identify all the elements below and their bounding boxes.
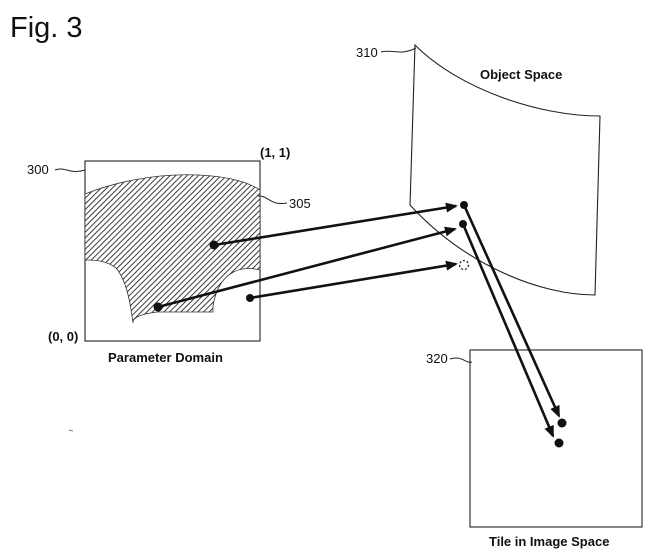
figure-title: Fig. 3 (10, 12, 83, 44)
tile-ref: 320 (426, 351, 448, 366)
parameter-domain-caption: Parameter Domain (108, 350, 223, 365)
region-leader (257, 195, 288, 205)
object-point-missing (458, 259, 470, 271)
map-arrow-upper (213, 202, 458, 247)
map-arrow-lower (157, 226, 457, 309)
tile-caption: Tile in Image Space (489, 534, 609, 549)
tile-leader (449, 357, 473, 363)
hatched-region (84, 174, 261, 324)
object-space-ref: 310 (356, 45, 378, 60)
corner-bottom-left-label: (0, 0) (48, 329, 78, 344)
tile-point-upper (557, 418, 567, 428)
project-arrow-upper (462, 204, 561, 418)
map-arrow-outside (249, 260, 458, 300)
tile-point-lower (554, 438, 564, 448)
image-space-tile (469, 349, 643, 528)
project-arrow-lower (461, 223, 555, 438)
parameter-domain-ref: 300 (27, 162, 49, 177)
object-space-caption: Object Space (480, 67, 562, 82)
corner-top-right-label: (1, 1) (260, 145, 290, 160)
region-ref: 305 (289, 196, 311, 211)
parameter-domain-leader (54, 168, 86, 173)
stray-mark (68, 429, 74, 432)
object-space-surface (409, 43, 601, 296)
object-space-leader (380, 47, 417, 53)
